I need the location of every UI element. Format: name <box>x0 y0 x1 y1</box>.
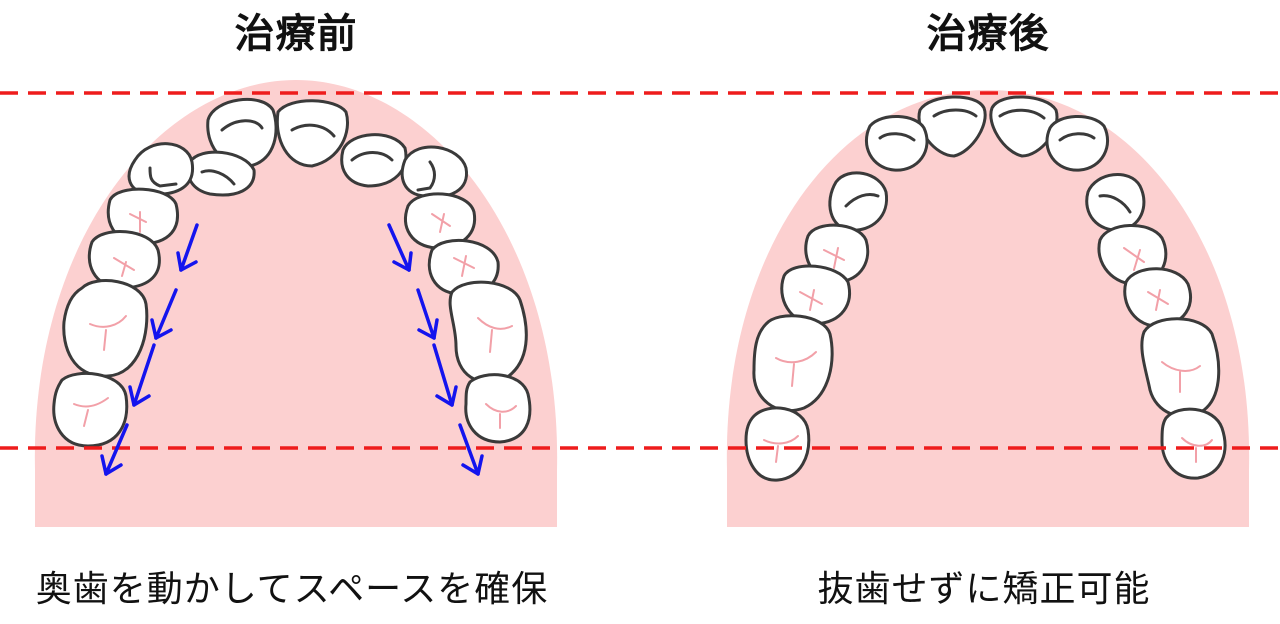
arrow-icon <box>100 423 129 476</box>
tooth <box>87 230 161 290</box>
arrow-icon <box>176 223 199 272</box>
tooth <box>404 192 477 250</box>
panel-title-after: 治療後 <box>926 11 1050 57</box>
arrow-icon <box>128 343 156 407</box>
tooth <box>275 99 349 168</box>
arrow-icon <box>387 223 413 272</box>
tooth <box>1140 317 1221 418</box>
tooth <box>52 372 129 448</box>
panel-caption-before: 奥歯を動かしてスペースを確保 <box>35 569 549 610</box>
tooth <box>780 264 851 326</box>
tooth <box>864 114 929 172</box>
tooth <box>828 171 889 232</box>
distalization-arrows <box>100 223 484 476</box>
teeth-before <box>52 97 532 448</box>
arrow-icon <box>458 423 484 476</box>
tooth <box>1045 114 1110 172</box>
arrow-icon <box>432 343 458 407</box>
arrow-icon <box>150 288 178 340</box>
arrow-icon <box>416 288 439 340</box>
tooth-details-after <box>763 108 1213 463</box>
tooth <box>448 280 528 384</box>
panel-title-before: 治療前 <box>234 11 358 57</box>
tooth <box>127 142 195 196</box>
tooth <box>62 279 149 378</box>
tooth <box>1085 173 1146 232</box>
tooth <box>1160 407 1227 480</box>
tooth-details-before <box>73 119 517 429</box>
tooth <box>464 373 532 444</box>
panel-caption-after: 抜歯せずに矯正可能 <box>817 569 1151 610</box>
